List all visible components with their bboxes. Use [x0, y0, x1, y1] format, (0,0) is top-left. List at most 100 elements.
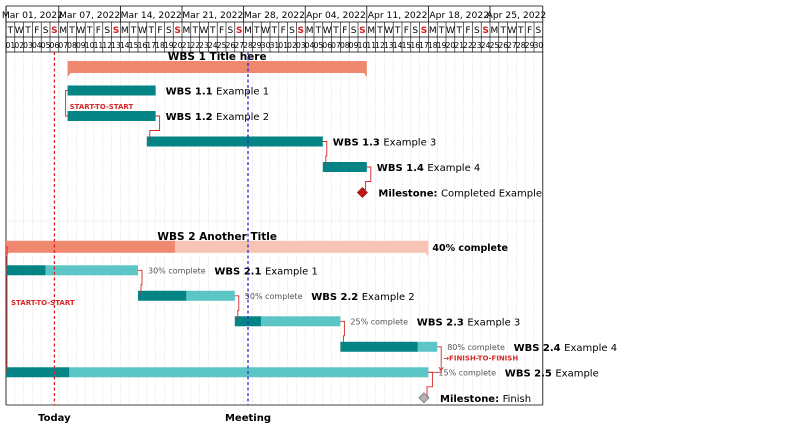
date-tick-label: 23 — [472, 41, 482, 50]
date-tick-label: 25 — [217, 41, 227, 50]
group-progress-label: 40% complete — [432, 243, 508, 254]
weekday-tick-label: T — [86, 26, 93, 36]
task-bar-progress — [340, 341, 418, 352]
weekday-tick-label: W — [323, 26, 332, 36]
weekday-tick-label: S — [298, 26, 304, 36]
task-label-id: Milestone: — [440, 394, 503, 405]
date-tick-label: 16 — [138, 41, 148, 50]
date-tick-label: 06 — [50, 41, 60, 50]
weekday-tick-label: T — [438, 26, 445, 36]
weekday-tick-label: T — [315, 26, 322, 36]
date-tick-label: 15 — [402, 41, 412, 50]
date-tick-label: 22 — [190, 41, 200, 50]
date-tick-label: 14 — [120, 41, 130, 50]
task-label: WBS 2.4 Example 4 — [514, 343, 617, 354]
date-tick-label: 02 — [287, 41, 297, 50]
date-tick-label: 09 — [76, 41, 86, 50]
group-bar-cap-right — [425, 252, 429, 257]
weekday-tick-label: W — [261, 26, 270, 36]
task-label-id: WBS 2.2 — [311, 292, 362, 303]
task-label: WBS 1.4 Example 4 — [377, 163, 480, 174]
date-tick-label: 27 — [234, 41, 244, 50]
task-label: Milestone: Completed Example — [378, 189, 542, 200]
weekday-tick-label: S — [536, 26, 542, 36]
dependency-link — [340, 320, 345, 346]
task-label-id: WBS 1.1 — [166, 87, 217, 98]
date-tick-label: 01 — [278, 41, 288, 50]
date-tick-label: 21 — [182, 41, 192, 50]
weekday-tick-label: W — [200, 26, 209, 36]
week-tick-label: Apr 18, 2022 — [429, 10, 489, 21]
week-tick-label: Apr 11, 2022 — [368, 10, 428, 21]
date-tick-label: 11 — [366, 41, 376, 50]
weekday-tick-label: T — [24, 26, 31, 36]
date-tick-label: 29 — [252, 41, 262, 50]
task-label-name: Example — [555, 368, 598, 379]
task-label: WBS 1.1 Example 1 — [166, 87, 269, 98]
dependency-link — [138, 269, 143, 295]
date-tick-label: 19 — [164, 41, 174, 50]
task-bar-remaining — [186, 290, 235, 301]
date-tick-label: 12 — [102, 41, 112, 50]
weekday-tick-label: F — [157, 26, 162, 36]
weekday-tick-label: T — [68, 26, 75, 36]
date-tick-label: 02 — [14, 41, 24, 50]
date-tick-label: 19 — [437, 41, 447, 50]
weekday-tick-label: F — [281, 26, 286, 36]
date-tick-label: 17 — [419, 41, 429, 50]
dependency-arrow — [438, 367, 444, 372]
date-tick-label: 30 — [261, 41, 271, 50]
task-bar-progress — [6, 265, 46, 276]
task-progress-label: 15% complete — [438, 368, 496, 377]
task-bar — [67, 85, 156, 96]
date-tick-label: 15 — [129, 41, 139, 50]
date-tick-label: 04 — [305, 41, 315, 50]
task-bar-remaining — [261, 316, 341, 327]
weekday-tick-label: W — [138, 26, 147, 36]
link-label: START-TO-START — [70, 103, 134, 111]
week-tick-label: Apr 25, 2022 — [487, 10, 547, 21]
date-tick-label: 04 — [32, 41, 42, 50]
date-tick-label: 20 — [173, 41, 183, 50]
group-label: WBS 2 Another Title — [157, 231, 277, 243]
weekday-tick-label: T — [499, 26, 506, 36]
weekday-tick-label: T — [253, 26, 260, 36]
date-tick-label: 03 — [296, 41, 306, 50]
weekday-tick-label: S — [228, 26, 234, 36]
weekday-tick-label: F — [527, 26, 532, 36]
weekday-tick-label: T — [209, 26, 216, 36]
task-label: WBS 2.2 Example 2 — [311, 292, 414, 303]
group-bar — [67, 61, 367, 73]
date-tick-label: 20 — [446, 41, 456, 50]
date-tick-label: 13 — [384, 41, 394, 50]
task-label: WBS 2.5 Example — [505, 368, 599, 379]
date-tick-label: 31 — [270, 41, 280, 50]
weekday-tick-label: S — [166, 26, 172, 36]
weekday-tick-label: F — [342, 26, 347, 36]
weekday-tick-label: M — [121, 26, 129, 36]
date-tick-label: 10 — [85, 41, 95, 50]
group-bar-cap-right — [363, 73, 367, 77]
task-label-name: Example 4 — [564, 343, 617, 354]
date-tick-label: 11 — [94, 41, 104, 50]
task-progress-label: 30% complete — [148, 266, 206, 275]
date-tick-label: 05 — [314, 41, 324, 50]
date-tick-label: 26 — [226, 41, 236, 50]
date-tick-label: 23 — [199, 41, 209, 50]
task-label: WBS 2.1 Example 1 — [214, 266, 317, 277]
task-label-id: WBS 2.4 — [514, 343, 565, 354]
task-label-name: Example 3 — [383, 138, 436, 149]
task-label-name: Example 1 — [265, 266, 318, 277]
marker-label: Meeting — [225, 413, 271, 424]
date-tick-label: 07 — [331, 41, 341, 50]
date-tick-label: 21 — [454, 41, 464, 50]
date-tick-label: 05 — [41, 41, 51, 50]
group-bar-remaining — [174, 240, 429, 253]
weekday-tick-label: M — [306, 26, 314, 36]
dependency-link — [364, 166, 372, 192]
weekday-tick-label: T — [7, 26, 14, 36]
weekday-tick-label: W — [76, 26, 85, 36]
weekday-tick-label: S — [174, 26, 180, 36]
task-bar-progress — [138, 290, 187, 301]
